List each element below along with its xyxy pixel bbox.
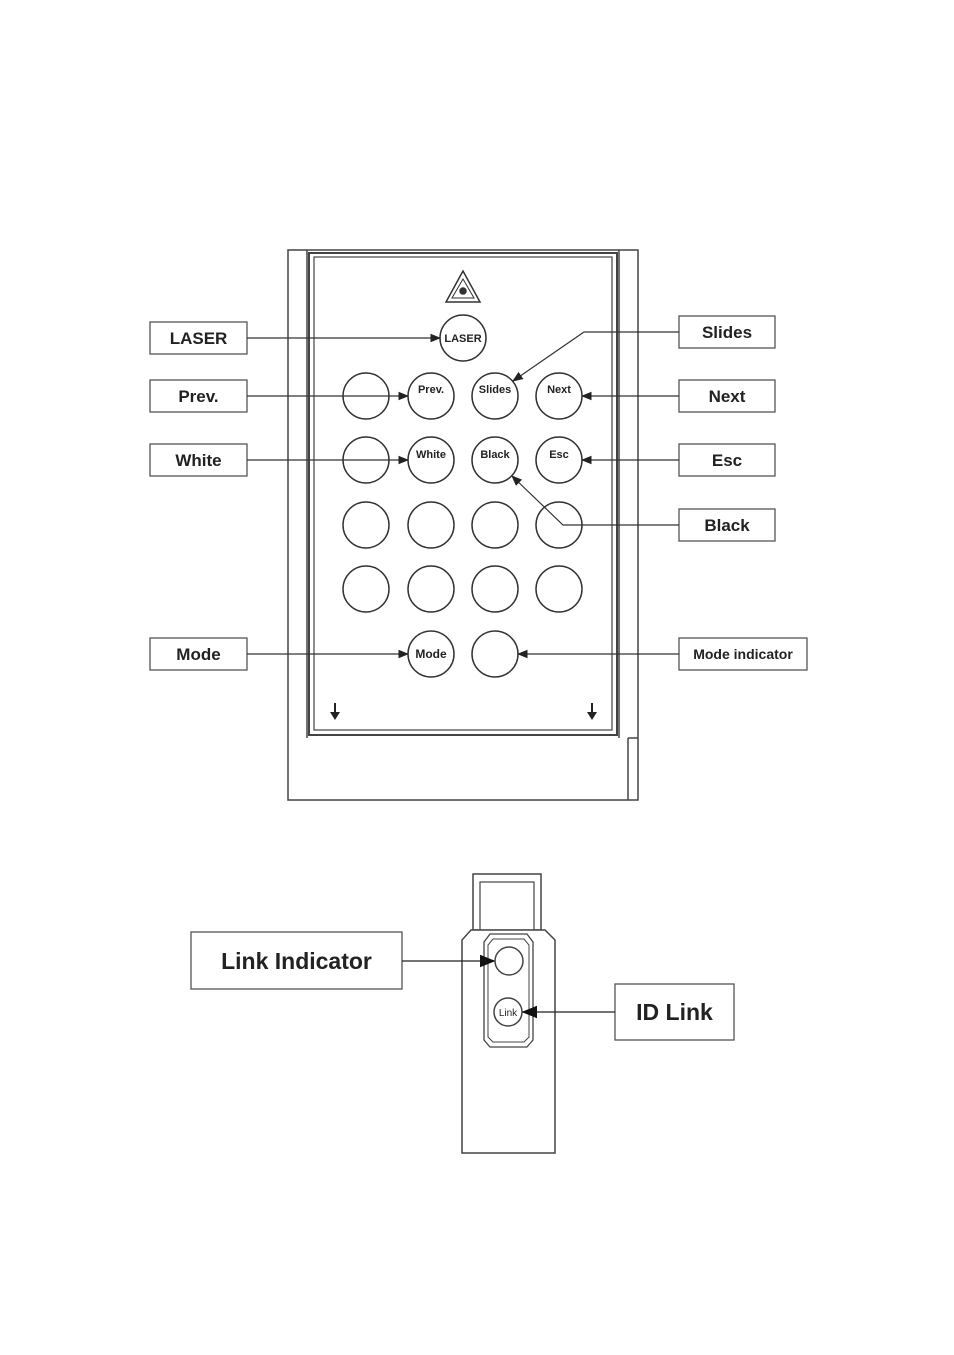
blank-key[interactable] — [408, 502, 454, 548]
white-callout-label: White — [175, 451, 221, 470]
laser-callout-label: LASER — [170, 329, 228, 348]
id-link-callout-label: ID Link — [636, 999, 713, 1025]
prev-key[interactable] — [408, 373, 454, 419]
arrow-down-icon — [587, 703, 597, 720]
mode-callout-label: Mode — [176, 645, 220, 664]
black-key-label: Black — [480, 449, 510, 461]
blank-key[interactable] — [536, 566, 582, 612]
blank-key[interactable] — [472, 566, 518, 612]
blank-key[interactable] — [343, 502, 389, 548]
slides-leader-line — [513, 332, 679, 381]
laser-key-label: LASER — [444, 333, 481, 345]
mode-key-label: Mode — [415, 647, 447, 661]
next-key-label: Next — [547, 384, 571, 396]
link-indicator-callout-label: Link Indicator — [221, 948, 372, 974]
mode-indicator-callout-label: Mode indicator — [693, 646, 793, 662]
blank-key[interactable] — [472, 502, 518, 548]
link-key-label: Link — [499, 1008, 518, 1019]
usb-connector-inner — [480, 882, 534, 930]
black-callout-label: Black — [704, 516, 750, 535]
laser-warning-icon — [446, 271, 480, 302]
prev-callout-label: Prev. — [178, 387, 218, 406]
next-key[interactable] — [536, 373, 582, 419]
blank-key[interactable] — [408, 566, 454, 612]
blank-key[interactable] — [343, 566, 389, 612]
keypad — [343, 315, 582, 677]
mode-indicator-light — [472, 631, 518, 677]
white-key-label: White — [416, 449, 446, 461]
slides-key-label: Slides — [479, 384, 511, 396]
prev-key-label: Prev. — [418, 384, 444, 396]
next-callout-label: Next — [709, 387, 746, 406]
slides-key[interactable] — [472, 373, 518, 419]
esc-callout-label: Esc — [712, 451, 742, 470]
link-indicator-light — [495, 947, 523, 975]
arrow-down-icon — [330, 703, 340, 720]
slides-callout-label: Slides — [702, 323, 752, 342]
esc-key-label: Esc — [549, 449, 569, 461]
